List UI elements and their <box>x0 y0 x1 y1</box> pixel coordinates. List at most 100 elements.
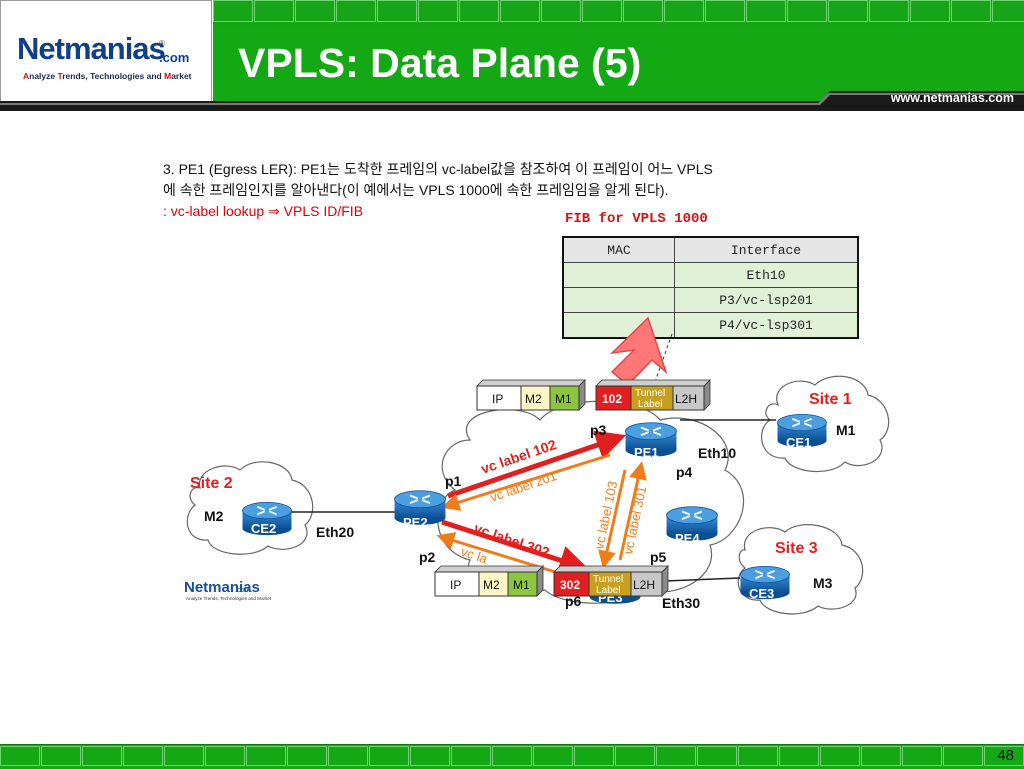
grid-cell <box>41 746 81 766</box>
router-ce3[interactable]: CE3 <box>739 565 791 601</box>
frame-m2: M2 <box>525 392 542 406</box>
grid-cell <box>492 746 532 766</box>
frame-tunnel-label: Label <box>596 585 620 596</box>
grid-cell <box>123 746 163 766</box>
logo-com: .com <box>159 50 190 65</box>
port-p1: p1 <box>445 473 462 489</box>
router-ce2[interactable]: CE2 <box>241 501 293 537</box>
vc-label-103-arrow <box>598 469 627 569</box>
frame-m2: M2 <box>483 578 500 592</box>
port-p2: p2 <box>419 549 436 565</box>
logo-registered: ® <box>159 39 165 48</box>
grid-cell <box>451 746 491 766</box>
grid-cell <box>328 746 368 766</box>
host-m3: M3 <box>813 575 833 591</box>
description-line-1: 3. PE1 (Egress LER): PE1는 도착한 프레임의 vc-la… <box>163 161 713 177</box>
router-pe1[interactable]: PE1 <box>624 421 678 460</box>
grid-cell <box>410 746 450 766</box>
vc-label-201-arrow <box>441 453 611 511</box>
grid-cell <box>574 746 614 766</box>
frame-tunnel: Tunnel <box>635 388 665 399</box>
vc-label-302-arrow <box>441 519 590 575</box>
grid-cell <box>582 0 622 22</box>
frame-top-payload: IP M2 M1 <box>476 379 586 411</box>
fib-header-row: MAC Interface <box>562 236 859 263</box>
header-dark-strip <box>0 91 1024 111</box>
frame-m1: M1 <box>513 578 530 592</box>
host-m2: M2 <box>204 508 224 524</box>
vc-label-102-arrow <box>447 430 627 499</box>
grid-cell <box>738 746 778 766</box>
port-p3: p3 <box>590 422 607 438</box>
grid-cell <box>246 746 286 766</box>
grid-cell <box>377 0 417 22</box>
grid-cell <box>254 0 294 22</box>
small-logo-com: .com <box>235 587 250 594</box>
router-pe4[interactable]: PE4 <box>665 505 719 546</box>
grid-cell <box>623 0 663 22</box>
fib-title: FIB for VPLS 1000 <box>565 211 708 227</box>
table-row: P4/vc-lsp301 <box>562 312 859 339</box>
fib-cell-interface: Eth10 <box>674 262 859 288</box>
netmanias-logo: Netmanias <box>17 31 166 66</box>
grid-cell <box>779 746 819 766</box>
grid-cell <box>295 0 335 22</box>
router-label: CE2 <box>251 521 276 536</box>
grid-cell <box>828 0 868 22</box>
fib-cell-mac <box>562 287 675 313</box>
grid-cell <box>459 0 499 22</box>
grid-cell <box>164 746 204 766</box>
grid-cell <box>787 0 827 22</box>
fib-cell-mac <box>562 262 675 288</box>
logo-box: Netmanias ® .com Analyze Trends, Technol… <box>0 0 212 103</box>
grid-cell <box>861 746 901 766</box>
grid-cell <box>910 0 950 22</box>
grid-cell <box>615 746 655 766</box>
title-bar <box>213 26 1024 103</box>
grid-cell <box>705 0 745 22</box>
host-m1: M1 <box>836 422 856 438</box>
frame-ip: IP <box>492 392 503 406</box>
header-grid <box>213 0 1024 26</box>
page-number: 48 <box>997 747 1014 764</box>
port-p5: p5 <box>650 549 667 565</box>
grid-cell <box>287 746 327 766</box>
grid-cell <box>820 746 860 766</box>
fib-cell-mac <box>562 312 675 339</box>
table-row: Eth10 <box>562 262 859 288</box>
grid-cell <box>205 746 245 766</box>
logo-tagline: Analyze Trends, Technologies and Market <box>23 71 192 81</box>
site3-label: Site 3 <box>775 540 818 557</box>
router-label: PE1 <box>634 445 659 460</box>
small-logo: Netmanias .com Analyze Trends, Technolog… <box>184 579 272 601</box>
eth10-label: Eth10 <box>698 445 736 461</box>
vc-label-301-arrow <box>618 461 647 561</box>
pointer-arrow <box>609 316 668 387</box>
router-ce1[interactable]: CE1 <box>776 413 828 450</box>
fib-col-interface: Interface <box>674 236 859 263</box>
eth30-label: Eth30 <box>662 595 700 611</box>
frame-vc-label: 102 <box>602 392 622 406</box>
router-label: CE1 <box>786 435 811 450</box>
frame-tunnel-label: Label <box>638 399 662 410</box>
site-url[interactable]: www.netmanias.com <box>890 91 1014 105</box>
port-p6: p6 <box>565 593 582 609</box>
frame-tunnel: Tunnel <box>593 574 623 585</box>
grid-cell <box>533 746 573 766</box>
description-line-2: 에 속한 프레임인지를 알아낸다(이 예에서는 VPLS 1000에 속한 프레… <box>163 182 669 198</box>
grid-cell <box>0 746 40 766</box>
frame-l2h: L2H <box>675 392 697 406</box>
grid-cell <box>869 0 909 22</box>
footer-bar <box>0 744 1024 769</box>
router-pe2[interactable]: PE2 <box>393 489 447 530</box>
grid-cell <box>951 0 991 22</box>
frame-ip: IP <box>450 578 461 592</box>
frame-top-header: 102 Tunnel Label L2H <box>595 379 711 411</box>
small-logo-net: Netmanias <box>184 579 260 596</box>
grid-cell <box>500 0 540 22</box>
grid-cell <box>746 0 786 22</box>
site2-label: Site 2 <box>190 475 233 492</box>
eth20-label: Eth20 <box>316 524 354 540</box>
description: 3. PE1 (Egress LER): PE1는 도착한 프레임의 vc-la… <box>163 159 873 222</box>
grid-cell <box>697 746 737 766</box>
